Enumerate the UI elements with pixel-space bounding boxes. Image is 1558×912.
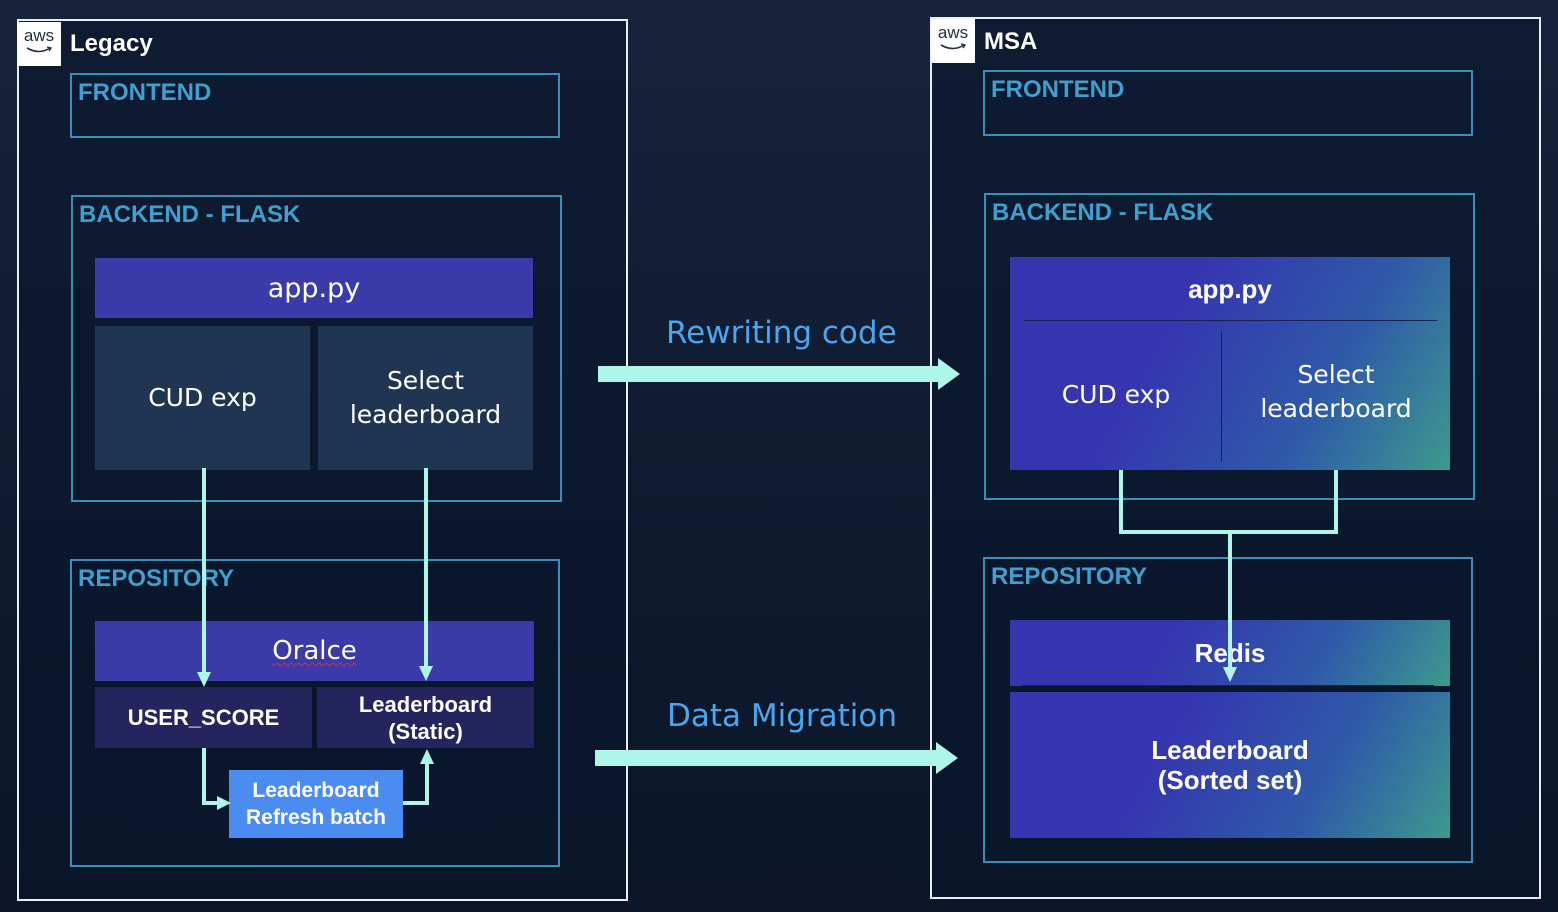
leaderboard-static-label: Leaderboard (Static) [358, 691, 493, 744]
rewriting-code-arrow [598, 366, 942, 382]
legacy-db-label: Oralce [272, 636, 357, 666]
data-migration-label: Data Migration [667, 698, 898, 734]
msa-cud-box: CUD exp [1061, 379, 1171, 409]
msa-backend-section: BACKEND - FLASK [984, 193, 1475, 500]
legacy-select-arrowhead [419, 666, 433, 681]
aws-logo-legacy: aws [17, 22, 61, 66]
legacy-db-box: Oralce [95, 621, 534, 681]
aws-logo-msa: aws [931, 19, 975, 63]
legacy-select-box: Select leaderboard [318, 326, 533, 470]
msa-backend-title: BACKEND - FLASK [992, 199, 1214, 226]
aws-logo-text: aws [937, 23, 969, 42]
legacy-backend-section: BACKEND - FLASK [71, 195, 562, 502]
msa-backend-to-redis-connector [1119, 470, 1338, 671]
msa-col-divider [1221, 331, 1222, 462]
user-score-box: USER_SCORE [95, 687, 312, 748]
msa-title: MSA [984, 28, 1038, 55]
legacy-backend-title: BACKEND - FLASK [79, 201, 301, 228]
legacy-frontend-section: FRONTEND [70, 73, 560, 138]
msa-frontend-title: FRONTEND [991, 76, 1125, 103]
legacy-repository-title: REPOSITORY [78, 565, 235, 592]
rewriting-code-label: Rewriting code [666, 315, 897, 351]
legacy-title: Legacy [70, 30, 153, 57]
legacy-cud-arrowhead [197, 672, 211, 687]
aws-smile-icon [26, 46, 52, 53]
msa-redis-arrowhead [1223, 667, 1237, 682]
msa-select-box: Select leaderboard [1260, 360, 1412, 423]
msa-frontend-section: FRONTEND [983, 70, 1473, 136]
msa-app-block: app.py CUD exp Select leaderboard [1010, 257, 1450, 470]
user-score-to-batch-arrow [202, 748, 221, 805]
msa-repository-title: REPOSITORY [991, 563, 1148, 590]
legacy-frontend-title: FRONTEND [78, 79, 212, 106]
msa-app-divider [1024, 320, 1437, 321]
leaderboard-sorted-box: Leaderboard (Sorted set) [1010, 692, 1450, 838]
msa-app-label: app.py [1188, 273, 1272, 304]
legacy-cud-box: CUD exp [95, 326, 310, 470]
data-migration-arrowhead [936, 742, 958, 774]
batch-to-leaderboard-arrow [403, 760, 429, 805]
legacy-app-box: app.py [95, 258, 533, 318]
refresh-batch-box: Leaderboard Refresh batch [229, 770, 403, 838]
batch-to-leaderboard-arrowhead [420, 749, 434, 764]
legacy-repository-section: REPOSITORY [70, 559, 560, 867]
rewriting-code-arrowhead [938, 358, 960, 390]
redis-divider [1022, 685, 1434, 686]
aws-smile-icon [940, 43, 966, 50]
data-migration-arrow [595, 750, 940, 766]
aws-logo-text: aws [23, 26, 55, 45]
leaderboard-static-box: Leaderboard (Static) [317, 687, 534, 748]
user-score-to-batch-arrowhead [217, 796, 231, 810]
